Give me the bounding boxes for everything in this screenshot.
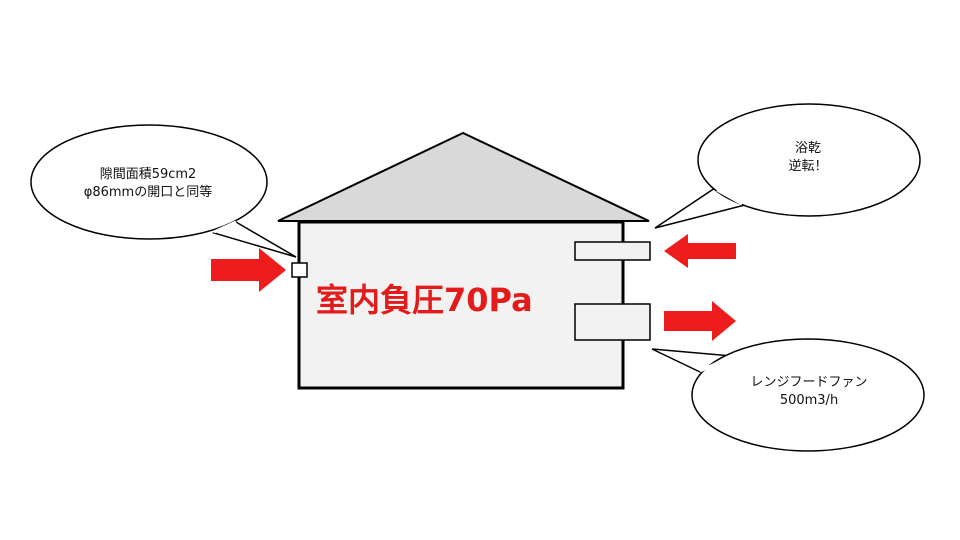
bath-dryer-callout-line1: 浴乾 [794, 141, 821, 156]
range-hood-callout-line2: 500m3/h [779, 393, 839, 408]
bath-dryer-reverse-arrow [664, 234, 736, 268]
house-roof [277, 131, 650, 222]
gap-callout-bubble [30, 124, 297, 258]
range-hood-callout-line1: レンジフードファン [750, 375, 868, 390]
range-hood-duct [574, 303, 651, 341]
bath-dryer-callout-bubble [654, 103, 921, 229]
gap-opening [291, 262, 308, 278]
gap-callout-line1: 隙間面積59cm2 [99, 167, 197, 182]
indoor-pressure-label: 室内負圧70Pa [316, 281, 533, 319]
range-hood-callout-bubble [651, 338, 925, 452]
bath-dryer-callout-text: 浴乾 逆転！ [760, 140, 856, 176]
range-hood-callout-text: レンジフードファン 500m3/h [736, 374, 882, 410]
bath-dryer-callout-line2: 逆転！ [788, 159, 828, 174]
bath-dryer-vent [574, 241, 651, 261]
gap-callout-line2: φ86mmの開口と同等 [83, 185, 213, 200]
range-hood-exhaust-arrow [664, 301, 736, 341]
gap-inflow-arrow [211, 248, 286, 292]
gap-callout-text: 隙間面積59cm2 φ86mmの開口と同等 [52, 166, 244, 202]
house-body [297, 220, 625, 390]
